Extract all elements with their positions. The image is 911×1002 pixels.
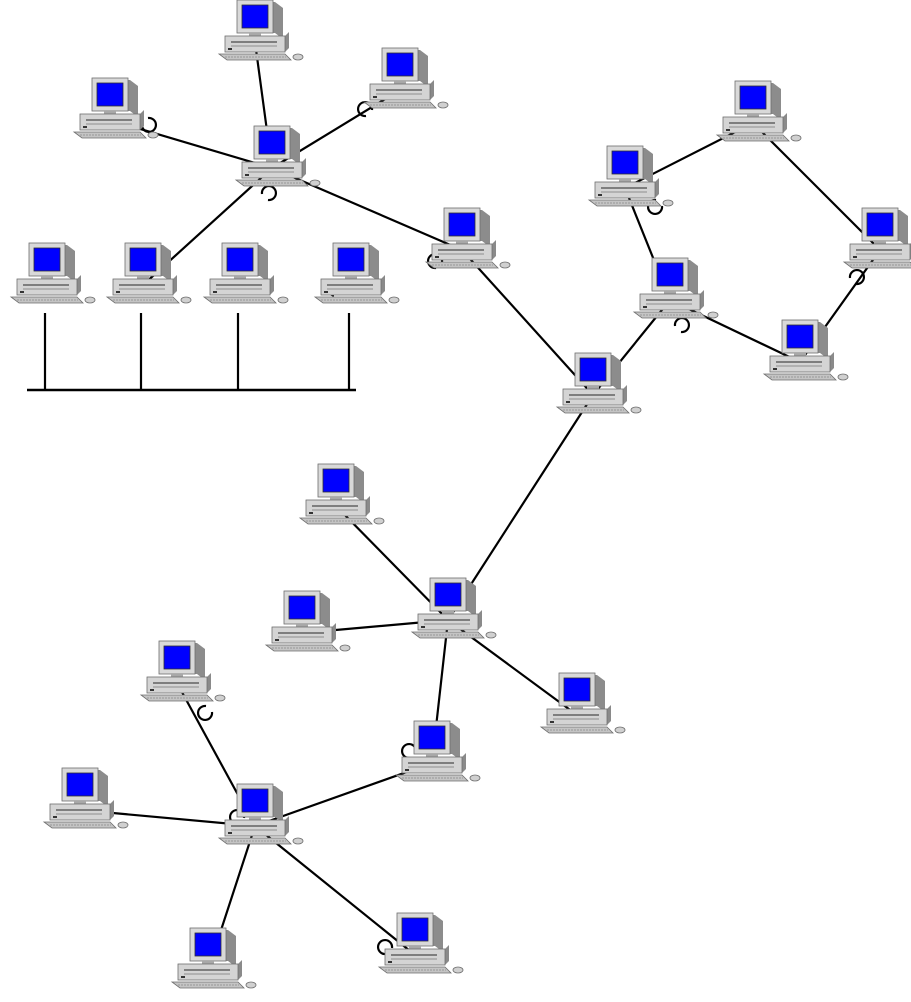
link-star-mid-s-to-star-bottom-hub [253,761,434,828]
desktop-computer-icon [556,352,642,414]
desktop-computer-icon [716,80,802,142]
desktop-computer-icon [314,242,400,304]
connector-hook-7 [848,269,865,286]
link-central-hub-to-star-mid-hub [446,393,595,622]
connector-hook-1 [140,116,157,133]
desktop-computer-icon [633,257,719,319]
desktop-computer-icon [411,577,497,639]
link-star-bottom-hub-to-star-bottom-se [253,824,417,957]
connector-hooks [140,101,865,956]
desktop-computer-icon [363,47,449,109]
link-link-node-to-central-hub [460,248,595,397]
link-star-mid-hub-to-star-mid-nw [334,504,450,622]
desktop-computer-icon [540,672,626,734]
network-nodes [10,0,911,989]
desktop-computer-icon [203,242,289,304]
network-links [78,40,882,972]
desktop-computer-icon [140,640,226,702]
desktop-computer-icon [43,767,129,829]
desktop-computer-icon [425,207,511,269]
desktop-computer-icon [265,590,351,652]
connector-hook-3 [260,185,277,202]
desktop-computer-icon [235,125,321,187]
desktop-computer-icon [218,0,304,61]
desktop-computer-icon [171,927,257,989]
connector-hook-6 [673,317,690,334]
desktop-computer-icon [299,463,385,525]
desktop-computer-icon [10,242,96,304]
desktop-computer-icon [588,145,674,207]
connector-hook-11 [197,704,214,721]
bus-backbone [27,313,356,392]
link-ring-node-3-to-ring-node-4 [751,121,882,252]
desktop-computer-icon [395,720,481,782]
desktop-computer-icon [843,207,911,269]
desktop-computer-icon [73,77,159,139]
connector-hook-9 [377,939,394,956]
